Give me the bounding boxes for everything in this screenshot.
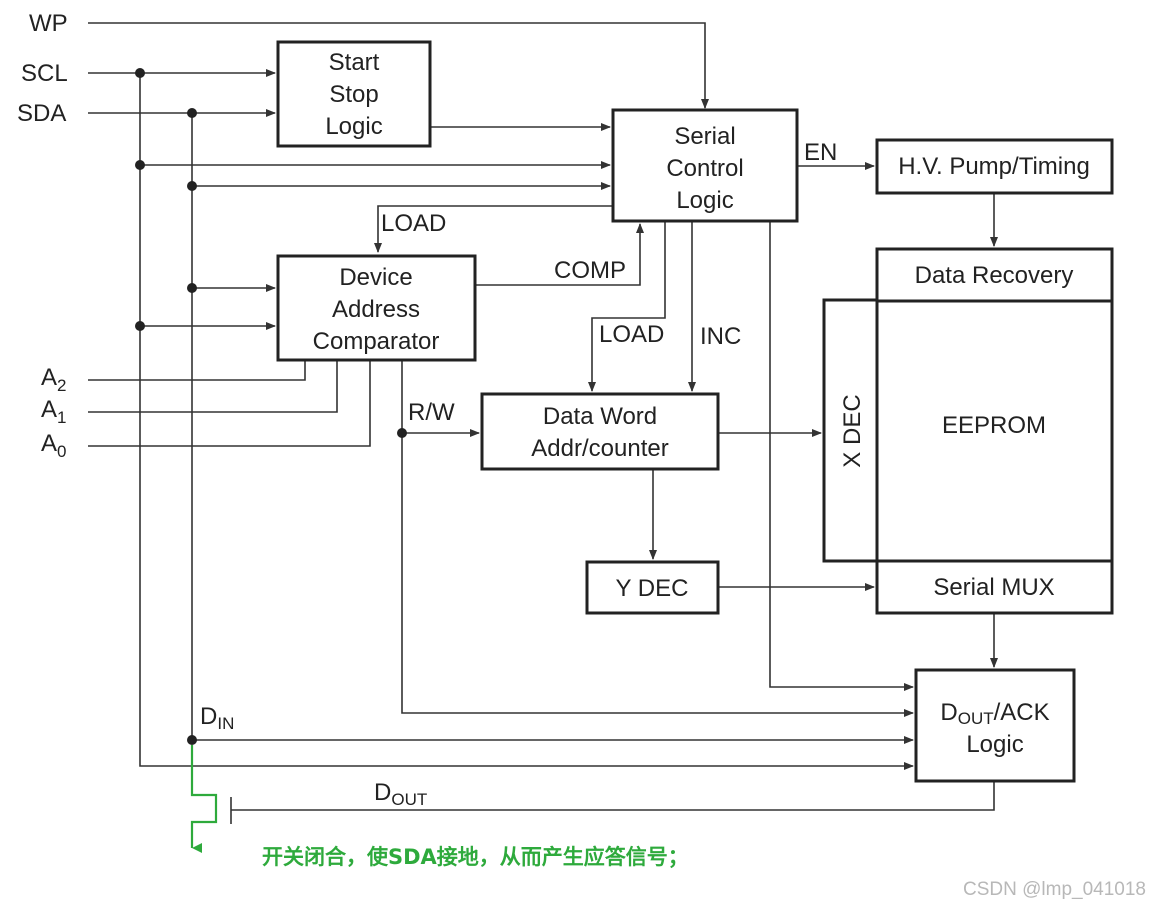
sda-pin-label: SDA: [17, 100, 66, 127]
junction-dot: [135, 68, 145, 78]
signal-labels: EN LOAD COMP LOAD INC R/W DIN DOUT: [200, 139, 837, 809]
a0-wire: [88, 361, 371, 447]
serial-control-line2: Control: [666, 155, 743, 182]
device-address-line1: Device: [339, 264, 412, 291]
dout-feedback-wire: [231, 782, 995, 811]
device-address-block: [276, 254, 477, 362]
x-dec-block: [822, 298, 879, 563]
load-top-label: LOAD: [381, 210, 446, 237]
wp-wire: [88, 22, 709, 109]
watermark: CSDN @lmp_041018: [963, 879, 1146, 900]
serial-mux-label: Serial MUX: [933, 574, 1054, 601]
a2-wire: [88, 361, 306, 381]
wp-pin-label: WP: [29, 10, 68, 37]
data-word-line2: Addr/counter: [531, 435, 668, 462]
dout-ack-line2: Logic: [966, 731, 1023, 758]
eeprom-block: [875, 299, 1114, 563]
start-stop-line3: Logic: [325, 113, 382, 140]
ack-switch: [190, 745, 218, 853]
load-to-comparator-wire: [374, 205, 612, 253]
x-dec-label: X DEC: [839, 394, 866, 467]
comp-label: COMP: [554, 257, 626, 284]
junction-dot: [187, 735, 197, 745]
hv-pump-block: [875, 138, 1114, 195]
a1-wire: [88, 361, 338, 413]
hv-pump-label: H.V. Pump/Timing: [898, 153, 1090, 180]
scl-bus-wire: [139, 73, 914, 770]
junction-dot: [187, 181, 197, 191]
data-recovery-label: Data Recovery: [915, 262, 1074, 289]
start-stop-block: [276, 40, 432, 148]
load-mid-label: LOAD: [599, 321, 664, 348]
serial-control-line3: Logic: [676, 187, 733, 214]
control-to-dout-wire: [769, 222, 914, 691]
device-address-line3: Comparator: [313, 328, 440, 355]
junction-dot: [397, 428, 407, 438]
pin-labels: WP SCL SDA A2 A1 A0: [17, 10, 68, 461]
dout-label: DOUT: [374, 779, 427, 809]
green-switch-path: [190, 745, 218, 853]
data-word-block: [480, 392, 720, 471]
device-address-line2: Address: [332, 296, 420, 323]
rw-label: R/W: [408, 399, 455, 426]
ack-annotation: 开关闭合，使SDA接地，从而产生应答信号；: [262, 845, 689, 869]
din-label: DIN: [200, 703, 234, 733]
blocks: Start Stop Logic Serial Control Logic H.…: [276, 40, 1114, 783]
dout-ack-block: [914, 668, 1076, 783]
junction-dot: [187, 283, 197, 293]
serial-control-block: [611, 108, 799, 223]
start-stop-line2: Stop: [329, 81, 378, 108]
dout-ack-line1: DOUT/ACK: [940, 699, 1049, 728]
eeprom-label: EEPROM: [942, 412, 1046, 439]
y-dec-block: [585, 560, 720, 615]
a0-pin-label: A0: [41, 430, 66, 461]
serial-control-line1: Serial: [674, 123, 735, 150]
data-word-line1: Data Word: [543, 403, 657, 430]
rw-bus-wire: [401, 361, 914, 717]
en-label: EN: [804, 139, 837, 166]
load-to-dataword-wire: [588, 222, 666, 392]
junction-dot: [187, 108, 197, 118]
y-dec-label: Y DEC: [616, 575, 689, 602]
start-stop-line1: Start: [329, 49, 380, 76]
a1-pin-label: A1: [41, 396, 66, 427]
a2-pin-label: A2: [41, 364, 66, 395]
wires: [88, 22, 998, 824]
junction-dots: [135, 68, 407, 745]
junction-dot: [135, 160, 145, 170]
junction-dot: [135, 321, 145, 331]
comp-wire: [476, 223, 644, 286]
scl-pin-label: SCL: [21, 60, 68, 87]
serial-mux-block: [875, 559, 1114, 615]
inc-label: INC: [700, 323, 741, 350]
